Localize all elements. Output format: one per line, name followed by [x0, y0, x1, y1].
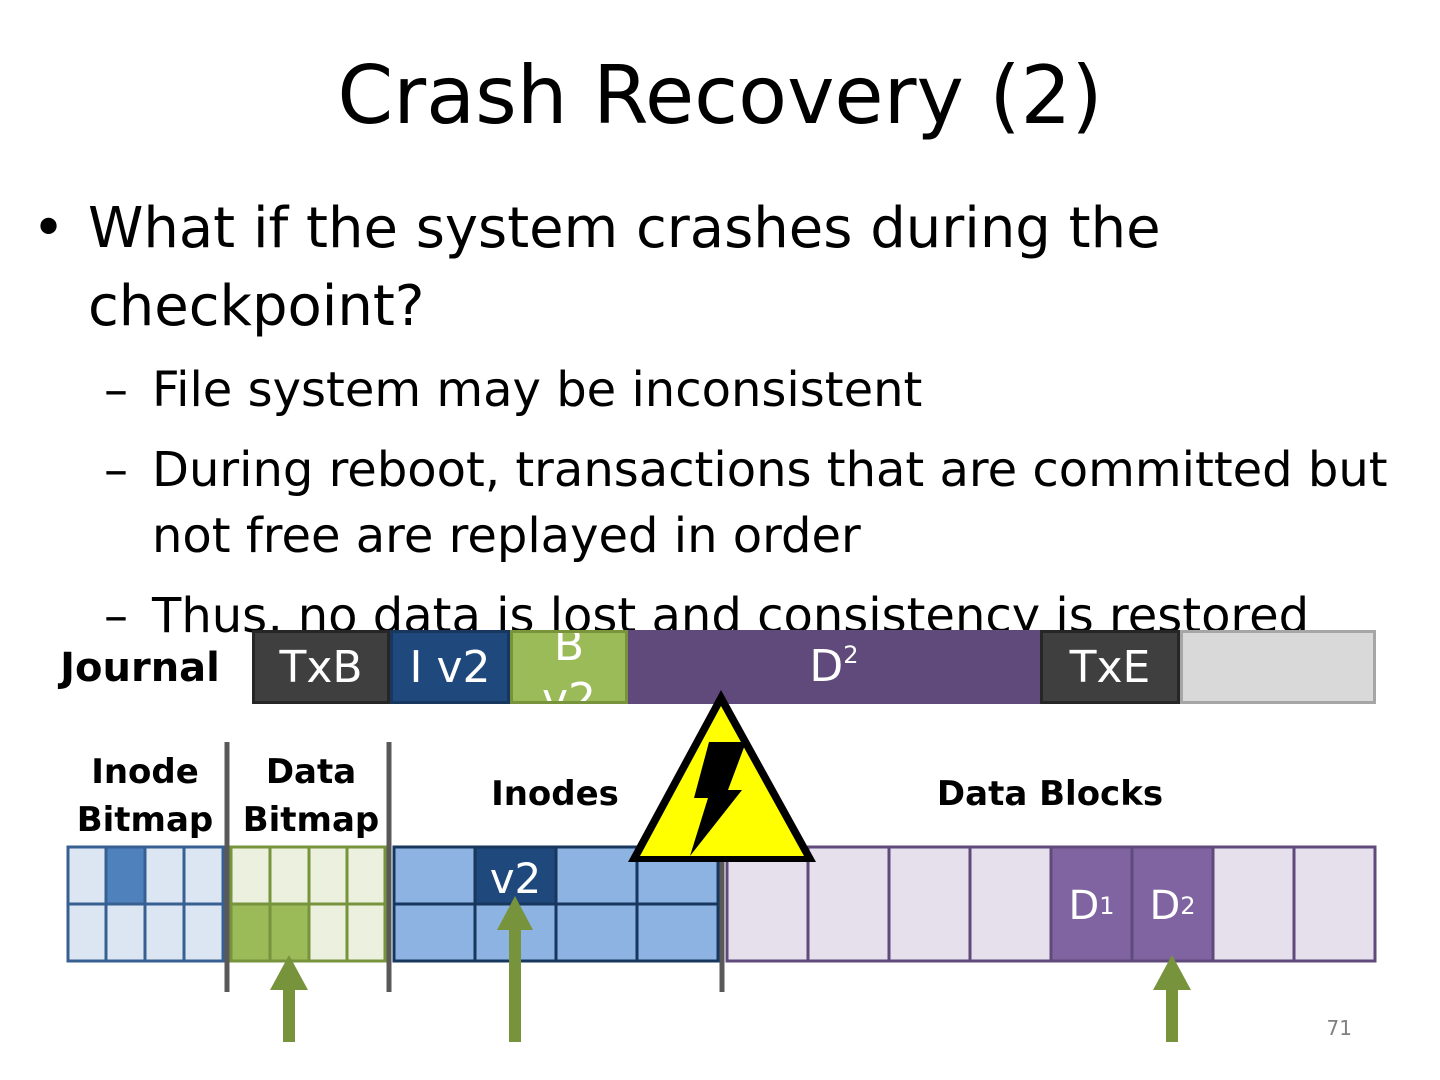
up-arrow-icon — [497, 896, 533, 1042]
inode-v2-text: v2 — [489, 853, 542, 903]
dash-marker: – — [104, 442, 128, 498]
data-bitmap-label: Data Bitmap — [242, 752, 380, 840]
journal-block-txb: TxB — [252, 630, 390, 704]
bullet-marker: • — [32, 196, 66, 261]
journal-block-inode-v2: I v2 — [390, 630, 510, 704]
inodes-label: Inodes — [491, 774, 619, 814]
inode-cells — [392, 845, 720, 963]
data-block-cells — [725, 845, 1377, 963]
journal-block-free — [1180, 630, 1376, 704]
journal-block-txe: TxE — [1040, 630, 1180, 704]
inode-bitmap-cells — [66, 845, 225, 963]
journal-label: Journal — [60, 645, 220, 691]
data-block-d1 — [1049, 845, 1134, 963]
up-arrow-icon — [270, 955, 308, 1042]
journal-block-bitmap-v2: B v2 — [510, 630, 628, 704]
inode-v2-cell — [473, 845, 558, 906]
bullet-1-line-1: What if the system crashes during the — [88, 196, 1161, 261]
sub-bullet-2-line-1: During reboot, transactions that are com… — [152, 442, 1388, 498]
up-arrow-icon — [1153, 955, 1191, 1042]
dash-marker: – — [104, 588, 128, 644]
dash-marker: – — [104, 362, 128, 418]
slide-title: Crash Recovery (2) — [337, 49, 1103, 142]
sub-bullet-2-line-2: not free are replayed in order — [152, 508, 861, 564]
bullet-1-line-2: checkpoint? — [88, 274, 425, 339]
sub-bullet-1: File system may be inconsistent — [152, 362, 923, 418]
warning-lightning-icon — [628, 690, 816, 862]
page-number: 71 — [1326, 1016, 1352, 1040]
data-blocks-label: Data Blocks — [936, 774, 1164, 814]
inode-bitmap-label: Inode Bitmap — [76, 752, 214, 840]
data-bitmap-cells — [229, 845, 387, 963]
